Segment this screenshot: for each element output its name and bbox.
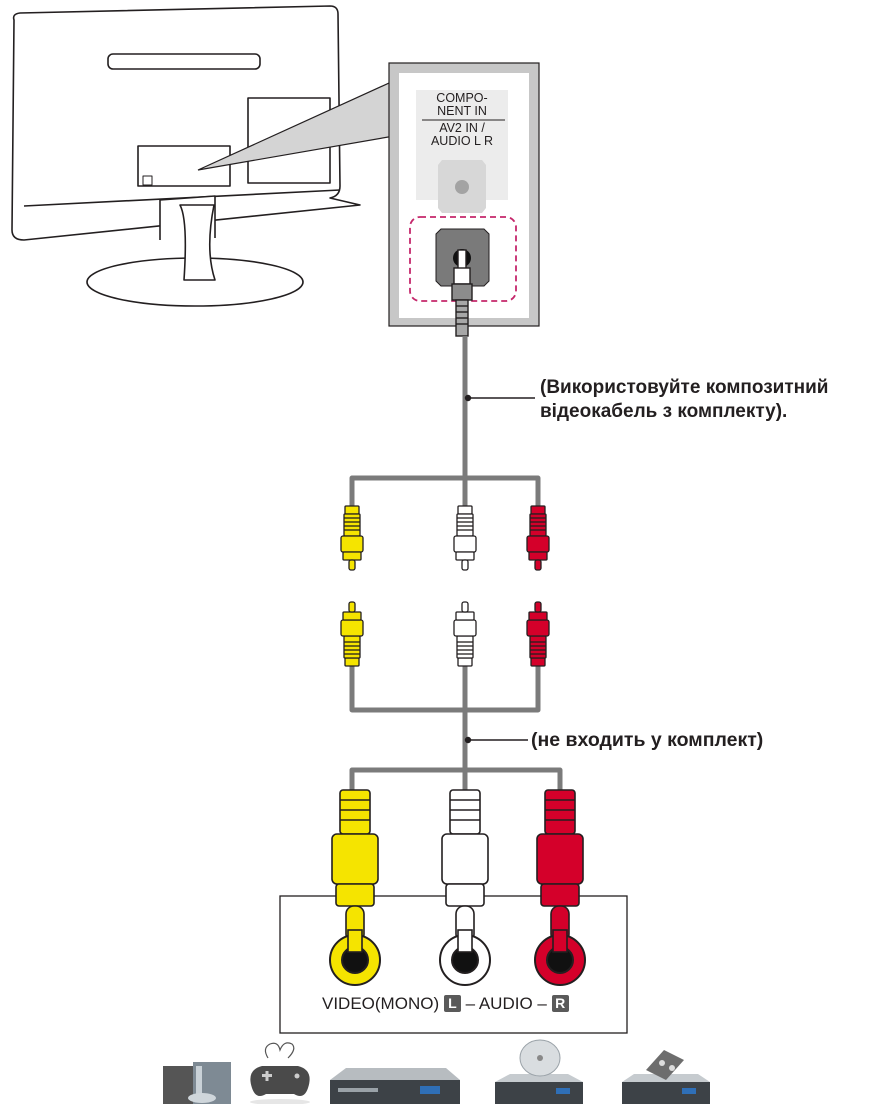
- dash-right: –: [537, 994, 547, 1013]
- connector-panel: [388, 62, 540, 327]
- gamepad-icon: [250, 1042, 310, 1104]
- dash-left: –: [465, 994, 476, 1013]
- audio-label: AUDIO: [478, 994, 533, 1013]
- left-channel-badge: L: [443, 995, 461, 1012]
- composite-plug-panel: [451, 249, 473, 337]
- right-channel-badge: R: [551, 995, 569, 1012]
- av2-in-line2: AUDIO L R: [430, 134, 494, 148]
- component-in-line1: COMPO-: [436, 91, 488, 105]
- rca-plugs-extension: [340, 601, 550, 667]
- av2-in-label: AV2 IN / AUDIO L R: [416, 122, 508, 148]
- jack-labels: VIDEO(MONO) L – AUDIO – R: [322, 994, 569, 1014]
- rca-jacks: [329, 934, 586, 986]
- included-cable-note: (Використовуйте композитний відеокабель …: [540, 376, 885, 424]
- computer-tower-icon: [163, 1062, 231, 1104]
- video-mono-label: VIDEO(MONO): [322, 994, 440, 1013]
- included-cable-note-line2: відеокабель з комплекту).: [540, 401, 788, 422]
- rca-plugs-included: [340, 505, 550, 571]
- dvd-player-icon: [330, 1068, 460, 1104]
- monitor-back: [11, 5, 361, 307]
- cable-lines: [349, 336, 563, 790]
- white-plug-pin: [457, 929, 473, 953]
- callout-lines: [464, 394, 535, 744]
- not-included-note: (не входить у комплект): [531, 728, 851, 752]
- not-included-note-text: (не входить у комплект): [531, 729, 764, 751]
- video-recorder-icon: [622, 1050, 710, 1104]
- component-in-label: COMPO- NENT IN: [416, 92, 508, 118]
- component-in-line2: NENT IN: [437, 104, 487, 118]
- disc-player-icon: [495, 1039, 583, 1104]
- yellow-plug-pin: [347, 929, 363, 953]
- red-plug-pin: [552, 929, 568, 953]
- included-cable-note-line1: (Використовуйте композитний: [540, 377, 829, 398]
- av2-in-line1: AV2 IN /: [439, 121, 485, 135]
